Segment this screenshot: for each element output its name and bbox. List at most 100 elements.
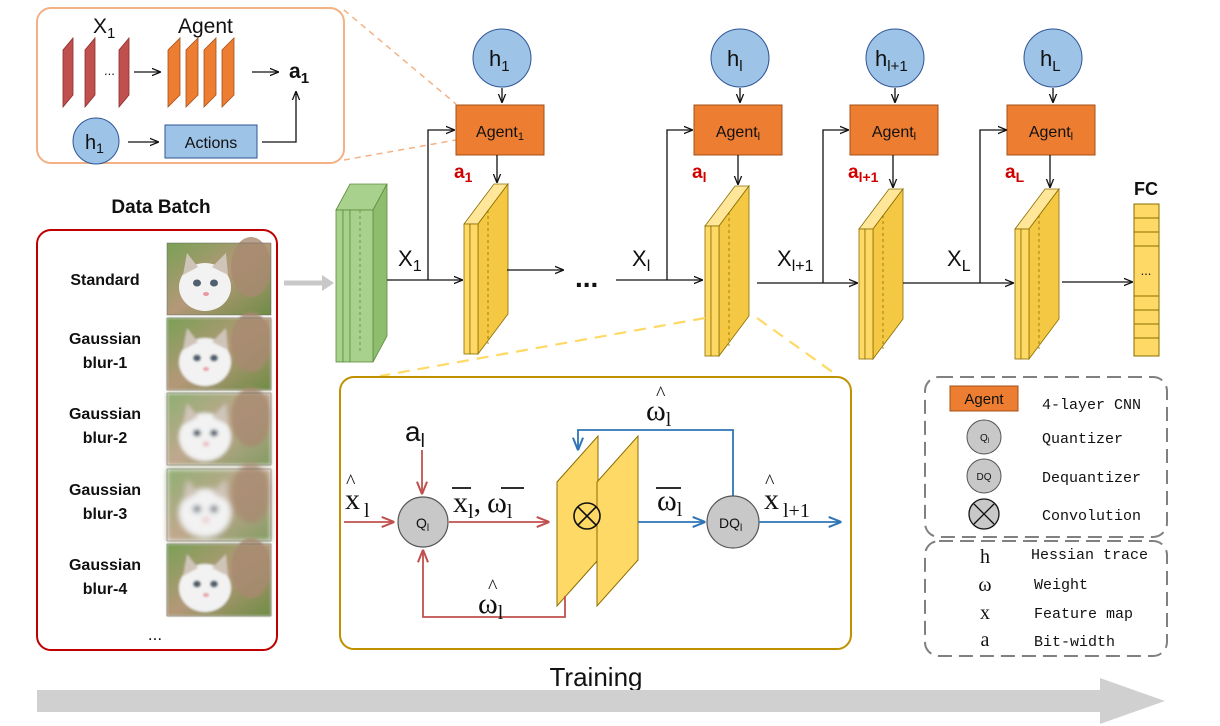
agent-label: Agentl	[872, 124, 916, 143]
legend-a-desc: Bit-width	[1034, 634, 1115, 651]
svg-text:^: ^	[656, 383, 666, 405]
conv-planes	[556, 434, 639, 608]
legend: Agent 4-layer CNN Ql Quantizer DQ Dequan…	[924, 376, 1168, 657]
legend-h-symbol: h	[980, 546, 990, 568]
feature-label: X1	[398, 246, 422, 275]
agent-node: Agentl	[849, 104, 939, 187]
training-arrow: Training	[37, 662, 1165, 724]
agent-label: Agentl	[1029, 124, 1073, 143]
feature-block	[463, 182, 509, 356]
detail-a-label: al	[405, 416, 425, 452]
dequant-loop	[578, 429, 734, 500]
inset-x-label: X1	[93, 15, 115, 42]
dequantizer-label: DQl	[719, 515, 742, 534]
inset-agent-planes	[167, 37, 235, 108]
hessian-node: hl	[710, 28, 770, 102]
legend-dequantizer-desc: Dequantizer	[1042, 470, 1141, 487]
hessian-node: hL	[1023, 28, 1083, 102]
pipeline-dots: ...	[575, 262, 598, 293]
kitten-image	[166, 387, 272, 466]
legend-x-desc: Feature map	[1034, 606, 1133, 623]
detail-w-top: ωl	[646, 394, 672, 431]
legend-h-desc: Hessian trace	[1031, 547, 1148, 564]
inset-callout-top	[343, 9, 457, 105]
inset-h-label: h1	[85, 132, 104, 156]
svg-text:xl,ωl: xl,ωl	[453, 486, 513, 523]
kitten-image	[166, 237, 272, 316]
legend-dq-symbol: DQ	[977, 472, 992, 483]
fc-layer: FC ...	[1133, 179, 1160, 357]
legend-agent-symbol: Agent	[964, 391, 1004, 408]
legend-a-symbol: a	[981, 629, 990, 651]
fc-dots: ...	[1141, 263, 1152, 278]
inset-actions-box	[164, 124, 258, 159]
main-flow-arrows	[387, 130, 1132, 283]
legend-agent-swatch	[949, 385, 1019, 412]
quantizer-circle	[397, 496, 449, 548]
agent-node: Agent1	[455, 104, 545, 182]
legend-quantizer-symbol	[966, 419, 1002, 455]
legend-agent-desc: 4-layer CNN	[1042, 397, 1141, 414]
hessian-label: hl+1	[875, 46, 908, 75]
hessian-label: hl	[727, 46, 743, 75]
feature-block	[704, 184, 750, 358]
svg-text:^: ^	[488, 576, 498, 598]
data-batch-more: ...	[148, 625, 162, 644]
kitten-image	[166, 312, 272, 391]
legend-x-symbol: x	[980, 602, 990, 624]
agent-inset: ... X1 Agent a1 h1 Actions	[36, 7, 457, 165]
hessian-label: hL	[1040, 46, 1061, 75]
legend-w-symbol: ω	[978, 574, 991, 596]
inset-hessian-circle	[72, 117, 120, 165]
svg-text:^: ^	[765, 471, 775, 493]
feature-label: Xl	[632, 246, 650, 275]
feature-block	[858, 187, 904, 361]
legend-q-symbol: Ql	[980, 433, 990, 445]
legend-w-desc: Weight	[1034, 577, 1088, 594]
feature-blocks	[463, 182, 1060, 361]
training-label: Training	[550, 662, 643, 692]
kitten-image	[166, 538, 272, 617]
hessian-label: h1	[489, 46, 510, 75]
weight-loop	[423, 551, 566, 618]
inset-a-label: a1	[289, 60, 309, 87]
kitten-image	[166, 463, 272, 542]
feature-block	[1014, 187, 1060, 361]
fc-label: FC	[1134, 179, 1158, 199]
detail-callout-right	[756, 317, 839, 377]
inset-feature-planes	[62, 36, 130, 109]
data-batch-title: Data Batch	[111, 197, 210, 218]
hessian-node: hl+1	[865, 28, 925, 102]
inset-actions-label: Actions	[185, 135, 237, 152]
detail-w-bottom: ωl	[478, 587, 504, 624]
legend-quantizer-desc: Quantizer	[1042, 431, 1123, 448]
bitwidth-label: al	[692, 162, 706, 185]
legend-convolution-desc: Convolution	[1042, 508, 1141, 525]
agent-label: Agentl	[716, 124, 760, 143]
bitwidth-label: aL	[1005, 162, 1025, 185]
inset-dots: ...	[104, 63, 115, 78]
inset-callout-bottom	[343, 139, 457, 161]
agent-node: Agentl	[1006, 104, 1096, 187]
agent-label: Agent1	[476, 124, 524, 143]
input-block	[335, 183, 388, 363]
agent-node: Agentl	[693, 104, 783, 184]
data-batch-item-label: Standard	[70, 272, 139, 289]
detail-quantized-label: xl,ωl	[452, 486, 524, 523]
